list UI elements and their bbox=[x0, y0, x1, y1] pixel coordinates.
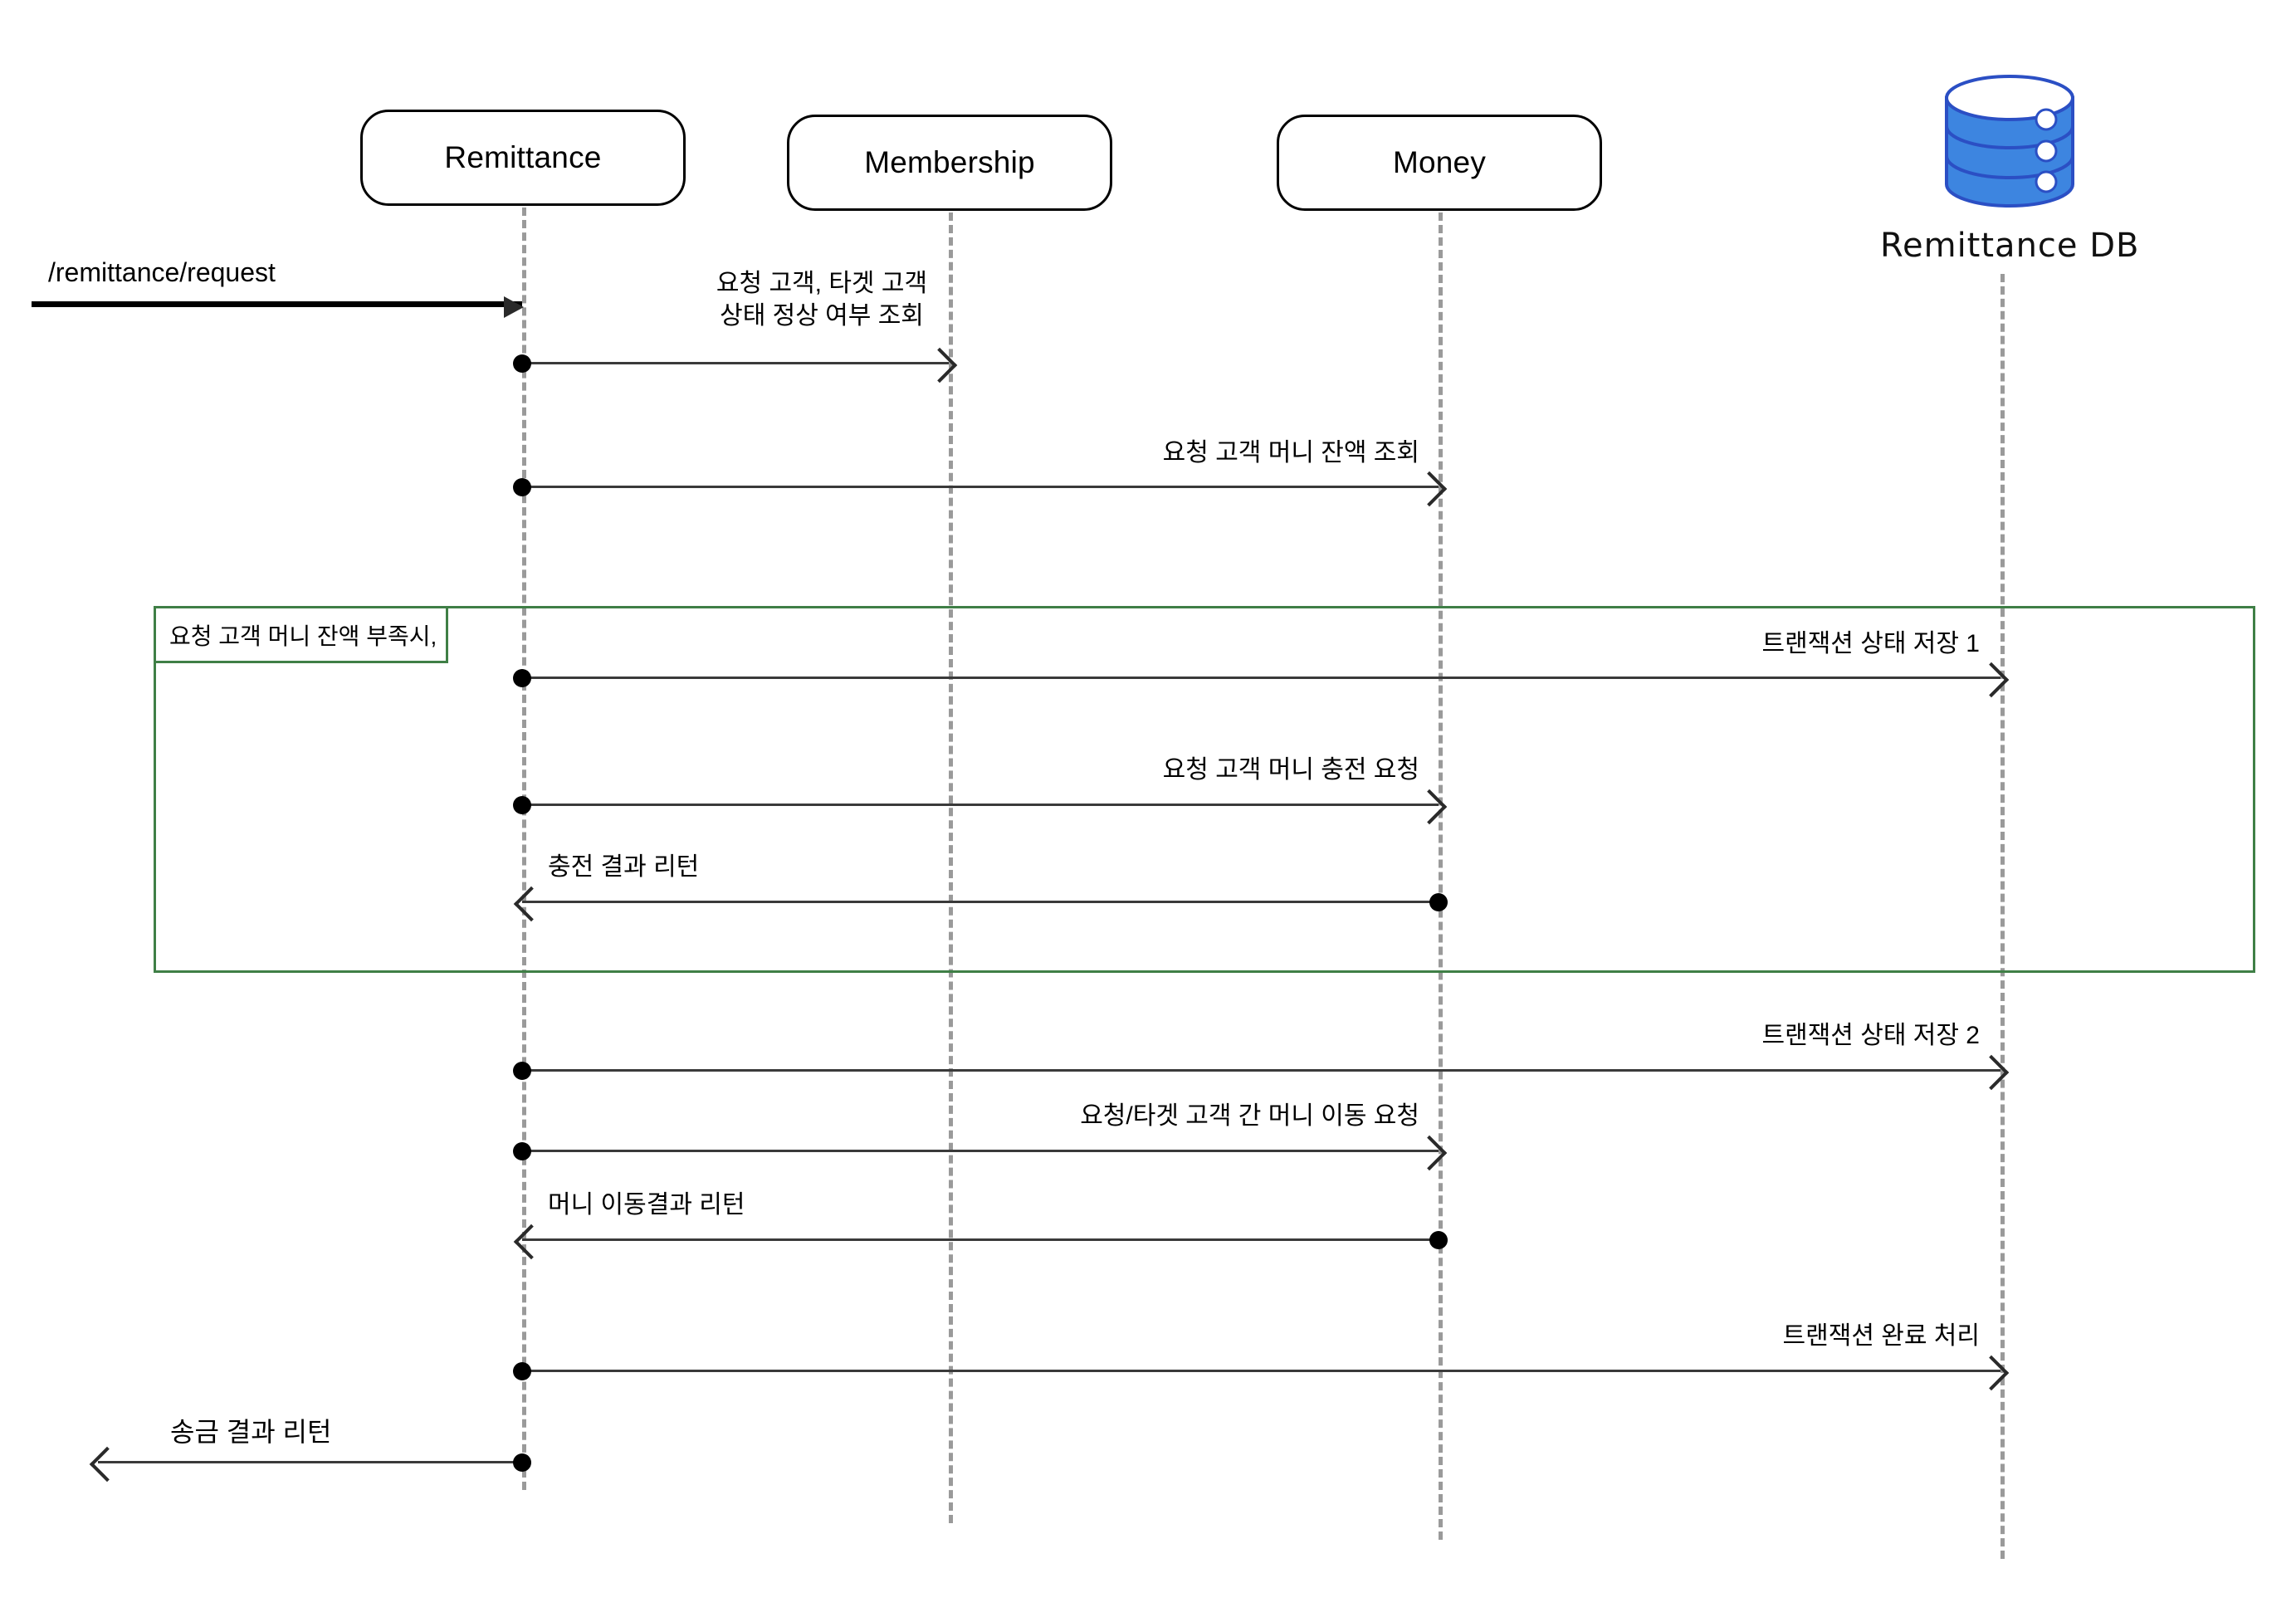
participant-label: Remittance bbox=[444, 140, 602, 174]
participant-label: Remittance DB bbox=[1880, 227, 2140, 265]
message-label-m8: 머니 이동결과 리턴 bbox=[548, 1191, 745, 1219]
entry-message-arrow bbox=[32, 296, 524, 318]
message-arrow-m5 bbox=[513, 886, 1448, 922]
entry-message-label: /remittance/request bbox=[48, 257, 276, 287]
message-origin-dot bbox=[513, 478, 531, 496]
message-origin-dot bbox=[513, 1062, 531, 1080]
message-arrow-m8 bbox=[513, 1224, 1448, 1260]
insufficient-balance-fragment: 요청 고객 머니 잔액 부족시, bbox=[154, 606, 2255, 973]
message-label-m9: 트랜잭션 완료 처리 bbox=[1782, 1322, 1980, 1350]
message-label-m5: 충전 결과 리턴 bbox=[548, 853, 700, 881]
message-origin-dot bbox=[513, 796, 531, 814]
message-arrow-m2 bbox=[513, 471, 1448, 507]
message-arrow-m1 bbox=[513, 347, 958, 383]
lifeline-remittance-db bbox=[2000, 274, 2005, 1559]
lifeline-money bbox=[1439, 212, 1443, 1540]
message-origin-dot bbox=[513, 1142, 531, 1160]
arrowhead-left-icon bbox=[89, 1446, 125, 1483]
fragment-tag-label: 요청 고객 머니 잔액 부족시, bbox=[169, 623, 437, 649]
message-origin-dot bbox=[1429, 893, 1448, 911]
message-origin-dot bbox=[513, 354, 531, 373]
participant-remittance-db[interactable]: Remittance DB bbox=[1880, 71, 2139, 265]
message-label-m3: 트랜잭션 상태 저장 1 bbox=[1761, 630, 1981, 657]
message-origin-dot bbox=[1429, 1231, 1448, 1249]
message-label-m1: 요청 고객, 타겟 고객 상태 정상 여부 조회 bbox=[716, 270, 928, 330]
lifeline-remittance bbox=[522, 208, 526, 1490]
fragment-tag: 요청 고객 머니 잔액 부족시, bbox=[156, 608, 448, 663]
message-arrow-m3 bbox=[513, 662, 2010, 698]
message-label-m4: 요청 고객 머니 충전 요청 bbox=[1162, 756, 1419, 784]
participant-label: Money bbox=[1392, 145, 1487, 179]
message-arrow-m4 bbox=[513, 789, 1448, 825]
database-icon bbox=[1930, 71, 2089, 215]
message-origin-dot bbox=[513, 1362, 531, 1380]
participant-remittance[interactable]: Remittance bbox=[360, 110, 686, 206]
message-origin-dot bbox=[513, 669, 531, 687]
participant-money[interactable]: Money bbox=[1277, 115, 1602, 211]
message-label-m6: 트랜잭션 상태 저장 2 bbox=[1761, 1022, 1981, 1049]
lifeline-membership bbox=[949, 212, 953, 1523]
message-arrow-m7 bbox=[513, 1135, 1448, 1171]
message-label-m2: 요청 고객 머니 잔액 조회 bbox=[1162, 439, 1419, 467]
exit-message-label: 송금 결과 리턴 bbox=[170, 1417, 332, 1447]
exit-message-arrow bbox=[89, 1446, 531, 1483]
arrowhead-right-icon bbox=[504, 296, 524, 318]
participant-membership[interactable]: Membership bbox=[787, 115, 1112, 211]
participant-label: Membership bbox=[864, 145, 1035, 179]
message-origin-dot bbox=[513, 1453, 531, 1472]
message-label-m7: 요청/타겟 고객 간 머니 이동 요청 bbox=[1080, 1102, 1419, 1130]
message-arrow-m6 bbox=[513, 1054, 2010, 1091]
message-arrow-m9 bbox=[513, 1355, 2010, 1391]
arrowhead-left-icon bbox=[513, 1224, 550, 1260]
